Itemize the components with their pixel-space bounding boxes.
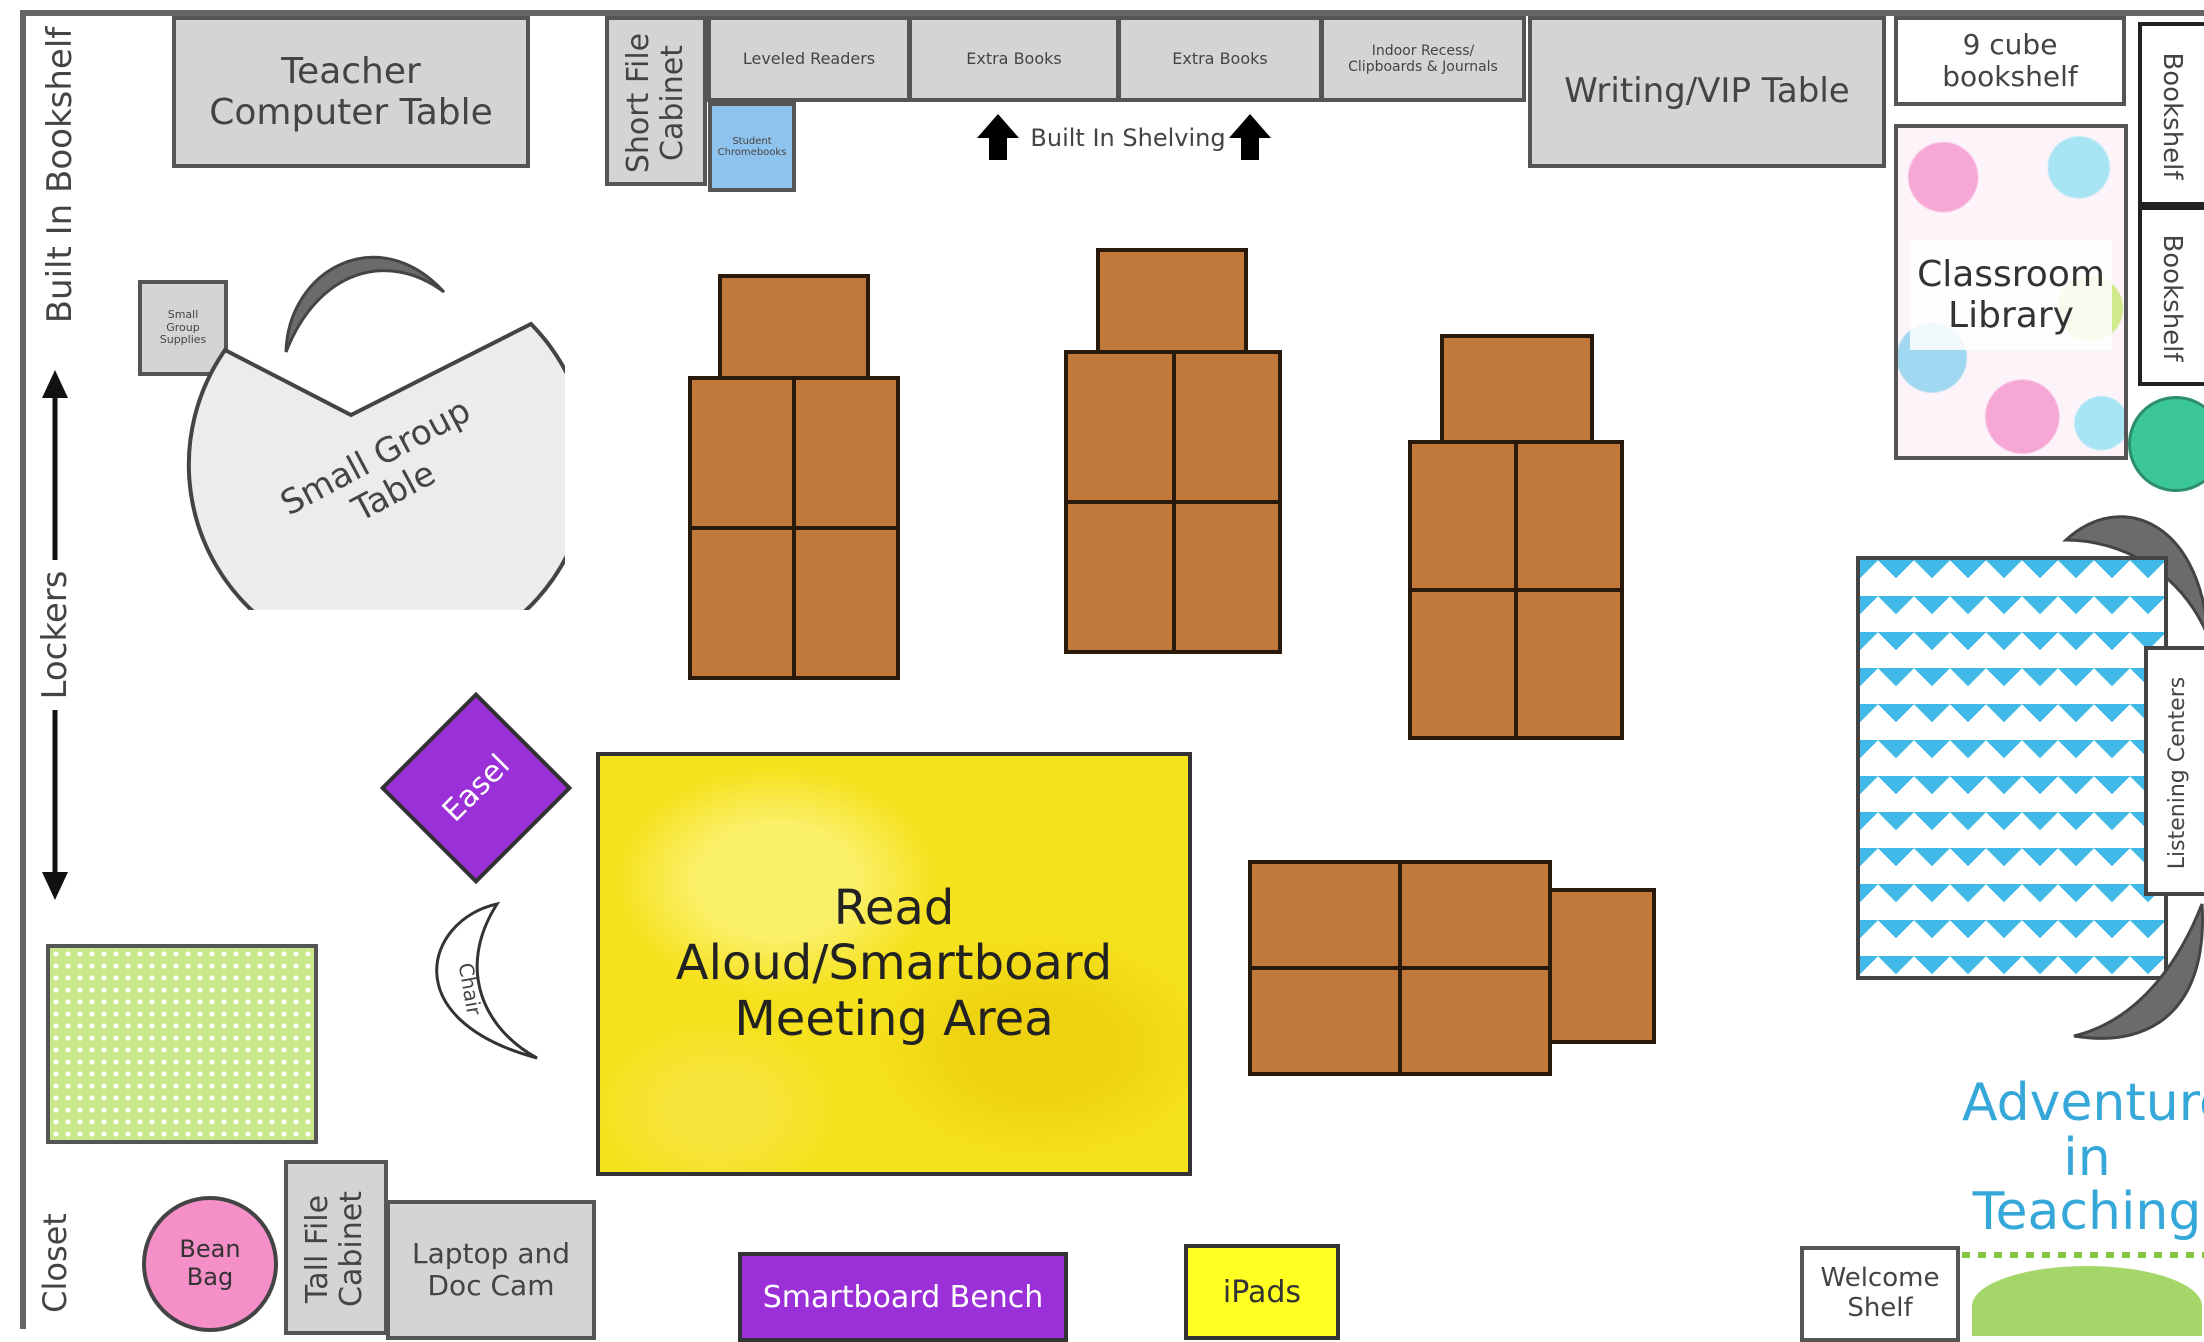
adventures-in-teaching-logo: Adventures in Teaching bbox=[1962, 1076, 2204, 1336]
bookshelf-2: Bookshelf bbox=[2138, 206, 2204, 386]
read-aloud-label: Read Aloud/Smartboard Meeting Area bbox=[675, 880, 1113, 1047]
chevron-rug bbox=[1856, 556, 2168, 980]
teacher-computer-table: Teacher Computer Table bbox=[172, 16, 530, 168]
extra-books-shelf-2: Extra Books bbox=[1117, 16, 1323, 102]
green-rug bbox=[46, 944, 318, 1144]
top-wall bbox=[20, 10, 2204, 16]
desk-cluster-2-c bbox=[1064, 500, 1176, 654]
desk-cluster-4-a bbox=[1248, 860, 1402, 970]
desk-cluster-3-d bbox=[1514, 588, 1624, 740]
built-in-shelving-arrow-right bbox=[1229, 114, 1271, 160]
easel: Easel bbox=[379, 691, 573, 885]
easel-label: Easel bbox=[435, 747, 517, 829]
closet-label: Closet bbox=[36, 1213, 74, 1313]
small-group-supplies: Small Group Supplies bbox=[138, 280, 228, 376]
desk-cluster-4-side bbox=[1548, 888, 1656, 1044]
desk-cluster-3-a bbox=[1408, 440, 1518, 592]
desk-cluster-2-a bbox=[1064, 350, 1176, 504]
classroom-library-label: Classroom Library bbox=[1910, 240, 2112, 350]
built-in-shelving-arrow-left bbox=[977, 114, 1019, 160]
small-group-chair bbox=[284, 255, 446, 353]
small-group-table bbox=[186, 321, 565, 610]
desk-cluster-1-a bbox=[688, 376, 796, 530]
listening-chair-top bbox=[2062, 515, 2204, 632]
listening-centers-table: Listening Centers bbox=[2144, 646, 2204, 896]
leveled-readers-shelf: Leveled Readers bbox=[707, 16, 911, 102]
left-wall bbox=[20, 10, 26, 1329]
bookshelf-1: Bookshelf bbox=[2138, 22, 2204, 206]
desk-cluster-1-c bbox=[688, 526, 796, 680]
desk-cluster-4-d bbox=[1398, 966, 1552, 1076]
cube-bookshelf: 9 cube bookshelf bbox=[1894, 16, 2126, 106]
bean-bag: Bean Bag bbox=[142, 1196, 278, 1332]
ipads-station: iPads bbox=[1184, 1244, 1340, 1340]
classroom-library-rug: Classroom Library bbox=[1894, 124, 2128, 460]
tall-file-cabinet: Tall File Cabinet bbox=[284, 1160, 388, 1335]
desk-cluster-3-c bbox=[1408, 588, 1518, 740]
desk-cluster-3-top bbox=[1440, 334, 1594, 444]
extra-books-shelf-1: Extra Books bbox=[908, 16, 1120, 102]
desk-cluster-2-b bbox=[1172, 350, 1282, 504]
desk-cluster-1-top bbox=[718, 274, 870, 380]
welcome-shelf: Welcome Shelf bbox=[1800, 1246, 1960, 1342]
desk-cluster-1-d bbox=[792, 526, 900, 680]
teal-seat bbox=[2128, 396, 2204, 492]
desk-cluster-2-d bbox=[1172, 500, 1282, 654]
short-file-cabinet: Short File Cabinet bbox=[605, 16, 707, 186]
desk-cluster-1-b bbox=[792, 376, 900, 530]
indoor-recess-shelf: Indoor Recess/ Clipboards & Journals bbox=[1320, 16, 1526, 102]
writing-vip-table: Writing/VIP Table bbox=[1528, 16, 1886, 168]
built-in-shelving-label: Built In Shelving bbox=[1030, 124, 1226, 152]
lockers-label: Lockers bbox=[30, 560, 80, 710]
laptop-doc-cam: Laptop and Doc Cam bbox=[386, 1200, 596, 1340]
built-in-bookshelf-label: Built In Bookshelf bbox=[40, 26, 80, 324]
read-aloud-meeting-area: Read Aloud/Smartboard Meeting Area bbox=[596, 752, 1192, 1176]
smartboard-bench: Smartboard Bench bbox=[738, 1252, 1068, 1342]
desk-cluster-4-c bbox=[1248, 966, 1402, 1076]
desk-cluster-3-b bbox=[1514, 440, 1624, 592]
desk-cluster-4-b bbox=[1398, 860, 1552, 970]
student-chromebooks: Student Chromebooks bbox=[708, 102, 796, 192]
meeting-chair bbox=[435, 901, 538, 1060]
desk-cluster-2-top bbox=[1096, 248, 1248, 354]
listening-chair-bottom bbox=[2073, 903, 2204, 1040]
